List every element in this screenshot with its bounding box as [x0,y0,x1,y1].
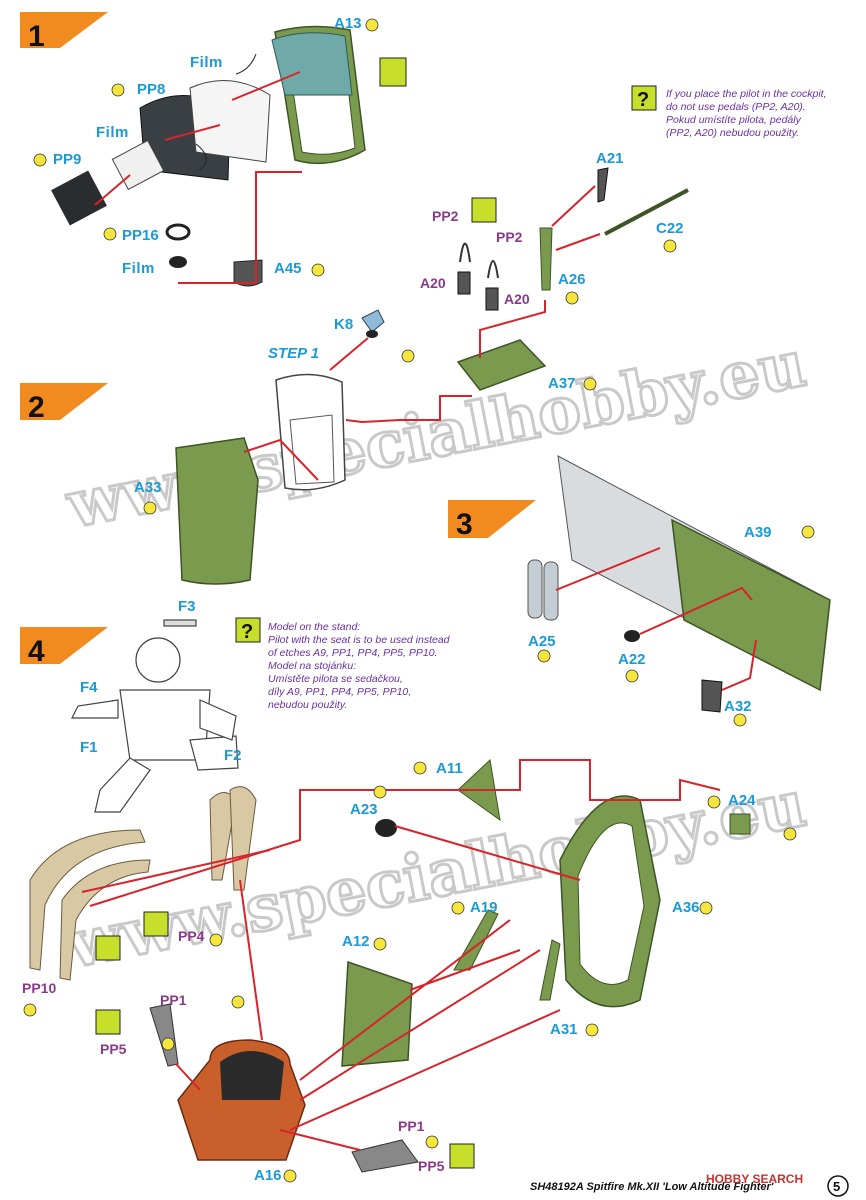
label-PP16: PP16 [122,227,159,244]
label-A36: A36 [672,899,700,916]
step-3-drawing [527,455,831,713]
film-label-1: Film [190,54,223,71]
svg-text:Pilot with the seat is to be u: Pilot with the seat is to be used instea… [268,634,451,646]
label-A19: A19 [470,899,498,916]
svg-text:?: ? [637,89,649,111]
label-F4: F4 [80,679,98,696]
svg-text:If you place the pilot in the: If you place the pilot in the cockpit, [666,88,827,100]
label-PP4: PP4 [178,928,205,944]
label-F1: F1 [80,739,98,756]
label-F3: F3 [178,598,196,615]
watermark-lower: www.specialhobby.eu [60,766,811,983]
label-A39: A39 [744,524,772,541]
step-2-number: 2 [28,391,45,424]
label-A31: A31 [550,1021,578,1038]
label-A21: A21 [596,150,624,167]
label-C22: C22 [656,220,684,237]
label-A45: A45 [274,260,302,277]
step-4-drawing [29,619,751,1173]
label-F2: F2 [224,747,242,764]
label-PP10: PP10 [22,980,56,996]
step-3-banner: 3 [448,500,536,541]
step-3-number: 3 [456,508,473,541]
label-K8: K8 [334,316,353,333]
belts [29,786,257,981]
svg-text:of etches A9, PP1, PP4, PP5, P: of etches A9, PP1, PP4, PP5, PP10. [268,647,437,659]
label-PP1-right: PP1 [398,1118,425,1134]
label-PP8: PP8 [137,81,165,98]
pedals-group [456,167,689,391]
label-PP1-left: PP1 [160,992,187,1008]
label-A13: A13 [334,15,362,32]
svg-text:Pokud umístíte pilota, pedály: Pokud umístíte pilota, pedály [666,114,802,126]
footer-caption: SH48192A Spitfire Mk.XII 'Low Altitude F… [530,1181,774,1193]
option-icons [95,57,497,1169]
note-stand: Model on the stand: Pilot with the seat … [268,621,451,711]
film-label-3: Film [122,260,155,277]
label-A20-left: A20 [420,275,446,291]
label-A33: A33 [134,479,162,496]
svg-text:nebudou použity.: nebudou použity. [268,699,347,711]
label-A11: A11 [436,760,463,777]
sprue-bubbles [23,18,815,1183]
step-2-banner: 2 [20,383,108,424]
label-A23: A23 [350,801,378,818]
svg-text:Model na stojánku:: Model na stojánku: [268,660,356,672]
page-number: 5 [833,1179,840,1194]
label-A20-right: A20 [504,291,530,307]
question-icon-1: ? [631,85,657,111]
label-A26: A26 [558,271,586,288]
label-A25: A25 [528,633,556,650]
label-A16: A16 [254,1167,282,1184]
svg-text:?: ? [241,621,253,643]
svg-text:do not use pedals (PP2, A20).: do not use pedals (PP2, A20). [666,101,806,113]
step-2-drawing [175,309,472,585]
svg-text:Umístěte pilota se sedačkou,: Umístěte pilota se sedačkou, [268,673,403,685]
svg-text:Model on the stand:: Model on the stand: [268,621,360,633]
pilot-figure [71,619,239,813]
svg-text:(PP2, A20) nebudou použity.: (PP2, A20) nebudou použity. [666,127,799,139]
footer: SH48192A Spitfire Mk.XII 'Low Altitude F… [530,1172,849,1197]
label-PP2-right: PP2 [496,229,523,245]
label-A37: A37 [548,375,576,392]
label-PP9: PP9 [53,151,81,168]
watermark-upper: www.specialhobby.eu [60,326,811,543]
step-4-number: 4 [28,635,45,668]
step-1-drawing [51,25,366,287]
step1-reference: STEP 1 [268,345,319,362]
film-label-2: Film [96,124,129,141]
part-labels: Film Film Film A13 PP8 PP9 PP16 A45 A21 … [22,15,772,1184]
label-A24: A24 [728,792,756,809]
svg-text:díly A9, PP1, PP4, PP5, PP10,: díly A9, PP1, PP4, PP5, PP10, [268,686,411,698]
step-1-number: 1 [28,20,45,53]
label-A22: A22 [618,651,646,668]
note-pilot-pedals: If you place the pilot in the cockpit, d… [666,88,827,139]
label-PP5-right: PP5 [418,1158,445,1174]
footer-brand: HOBBY SEARCH [706,1172,803,1186]
label-PP5-left: PP5 [100,1041,127,1057]
label-A32: A32 [724,698,752,715]
step-4-banner: 4 [20,627,108,668]
step-1-banner: 1 [20,12,108,53]
label-PP2-left: PP2 [432,208,459,224]
question-icon-2: ? [235,617,261,643]
label-A12: A12 [342,933,370,950]
